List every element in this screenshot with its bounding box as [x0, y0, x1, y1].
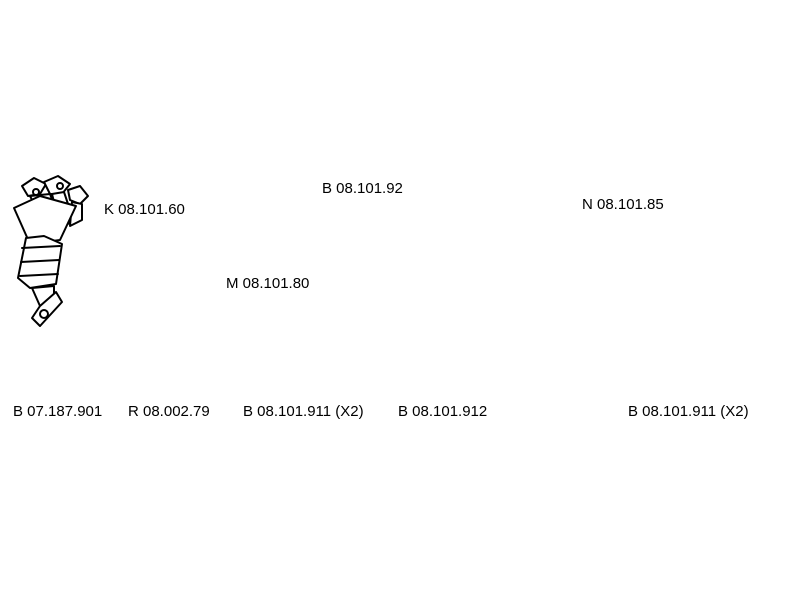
gasket-label: B 07.187.901 [13, 403, 103, 420]
catalytic-converter-drawing [13, 175, 89, 327]
clamp-label: B 08.101.912 [398, 403, 488, 420]
mounting-kit-label: B 08.101.92 [322, 180, 403, 197]
catalytic-converter-label: K 08.101.60 [104, 201, 185, 218]
middle-pipe-label: M 08.101.80 [226, 275, 310, 292]
rear-silencer-label: N 08.101.85 [582, 196, 664, 213]
rubber-mount-front-label: B 08.101.911 (X2) [243, 403, 364, 420]
rubber-mount-rear-label: B 08.101.911 (X2) [628, 403, 749, 420]
repair-sleeve-label: R 08.002.79 [128, 403, 210, 420]
